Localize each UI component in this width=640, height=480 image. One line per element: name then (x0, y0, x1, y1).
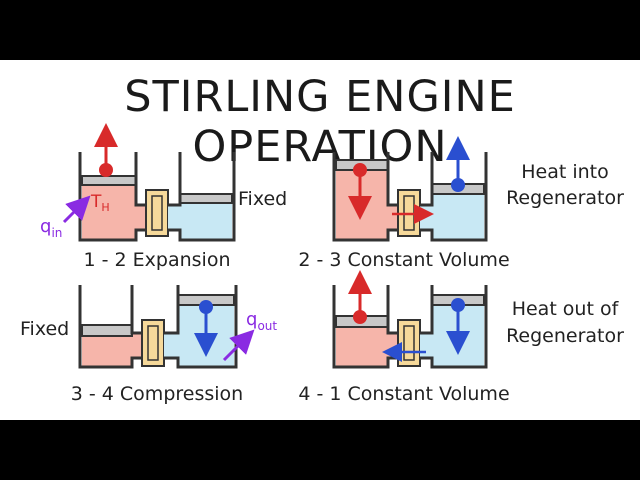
heat-out-label: qout (246, 309, 277, 333)
fixed-label: Fixed (238, 188, 287, 210)
hot-channel (388, 333, 398, 358)
cold-channel (164, 333, 178, 358)
hot-piston-dot (353, 310, 367, 324)
piston-rod-dot (99, 163, 113, 177)
cylinder-outline (332, 152, 488, 242)
regenerator-core (403, 325, 415, 361)
hot-piston (81, 175, 137, 186)
cold-channel (168, 205, 180, 230)
note-line-1: Heat into (521, 161, 609, 183)
temp-label: TH (90, 192, 110, 214)
hot-channel (136, 205, 146, 230)
note-line-1: Heat out of (512, 298, 620, 320)
panel-compression: qout Fixed 3 - 4 Compression (20, 285, 277, 405)
fixed-label: Fixed (20, 318, 69, 340)
note-line-2: Regenerator (506, 187, 624, 209)
hot-gas (336, 170, 388, 240)
cold-piston-dot (199, 300, 213, 314)
note-line-2: Regenerator (506, 325, 624, 347)
panel-constant-volume-2: Heat out of Regenerator 4 - 1 Constant V… (298, 270, 624, 405)
cylinder-outline (78, 152, 236, 242)
cylinder-outline (332, 285, 488, 369)
hot-gas (82, 185, 136, 240)
panel-expansion: TH qin Fixed 1 - 2 Expansion (40, 123, 287, 271)
heat-in-label: qin (40, 216, 62, 240)
cold-piston (179, 193, 233, 204)
cold-gas (180, 203, 232, 240)
regenerator-core (147, 325, 159, 361)
letterbox-bottom (0, 420, 640, 480)
hot-piston (81, 324, 133, 337)
cold-gas (432, 194, 484, 240)
caption-compression: 3 - 4 Compression (71, 383, 243, 405)
cold-piston-dot (451, 298, 465, 312)
cold-channel (420, 205, 432, 230)
hot-piston-dot (353, 163, 367, 177)
hot-gas (336, 327, 388, 367)
caption-expansion: 1 - 2 Expansion (84, 249, 231, 271)
hot-channel (388, 205, 398, 230)
caption-constant-volume-2: 4 - 1 Constant Volume (298, 383, 509, 405)
hot-gas (82, 336, 132, 367)
heat-out-arrow (222, 329, 255, 362)
cylinder-outline (78, 285, 238, 369)
cold-channel (420, 333, 432, 358)
cold-piston-dot (451, 178, 465, 192)
panel-constant-volume-1: Heat into Regenerator 2 - 3 Constant Vol… (298, 136, 624, 271)
hot-channel (132, 333, 142, 358)
caption-constant-volume-1: 2 - 3 Constant Volume (298, 249, 509, 271)
letterbox-top (0, 0, 640, 60)
heat-in-arrow (62, 195, 91, 224)
regenerator-core (151, 195, 163, 231)
